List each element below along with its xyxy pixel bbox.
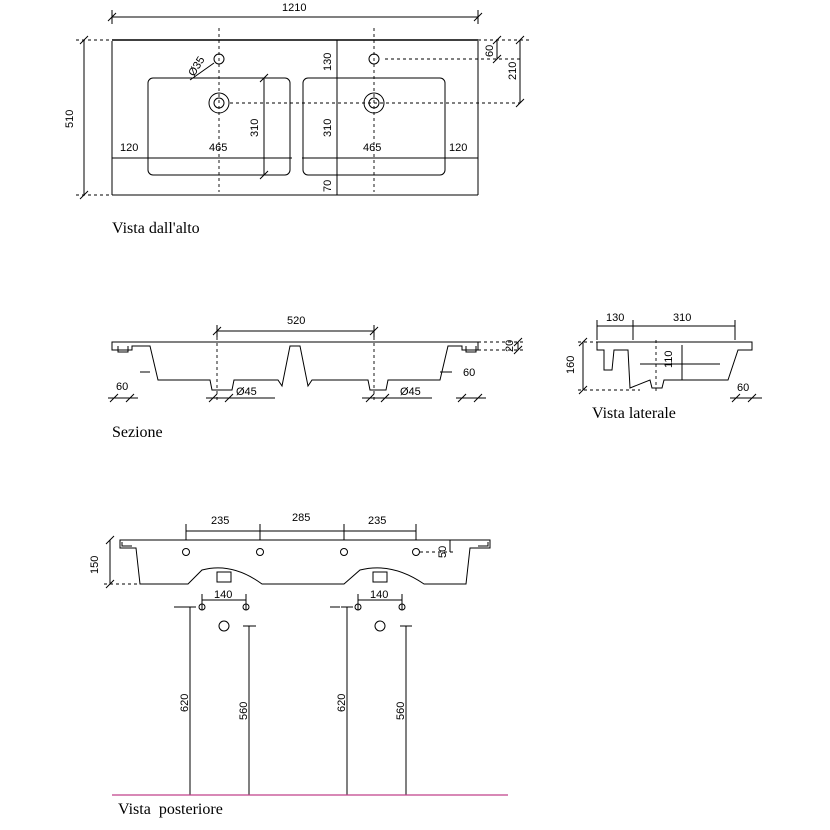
dim-supply-right: 140 [370,589,388,601]
dim-tap-hole: Ø35 [186,55,207,79]
dim-outlet-right: Ø45 [400,386,421,398]
dim-edge-left: 60 [116,381,128,393]
dim-basin-width-right: 465 [363,142,381,154]
rear-view: 235 285 235 150 50 140 140 [89,512,508,818]
dim-outlet-left: Ø45 [236,386,257,398]
dim-tap-to-back: 60 [484,45,496,57]
top-view: 1210 510 Ø35 [64,2,530,237]
dim-drain-height: 110 [663,350,675,368]
dim-rear-hole-height: 50 [437,546,449,558]
dim-560-left: 560 [238,702,250,720]
dim-560-right: 560 [395,702,407,720]
dim-drain-spacing: 520 [287,315,305,327]
dim-tap-offset: 130 [322,53,334,71]
dim-side-margin-right: 120 [449,142,467,154]
caption-top-view: Vista dall'alto [112,220,200,237]
dim-side-margin-left: 120 [120,142,138,154]
side-view: 130 310 110 160 60 Vista laterale [565,312,762,422]
dim-rear-height: 150 [89,556,101,574]
dim-front-margin: 70 [322,180,334,192]
dim-tap-spacing-left: 235 [211,515,229,527]
dim-back-depth: 130 [606,312,624,324]
caption-section: Sezione [112,424,163,441]
dim-front-edge: 60 [737,382,749,394]
dim-620-right: 620 [336,694,348,712]
dim-center-spacing: 285 [292,512,310,524]
dim-tap-spacing-right: 235 [368,515,386,527]
dim-drain-to-back: 210 [507,62,519,80]
caption-side-view: Vista laterale [592,405,676,422]
dim-overall-depth: 510 [64,110,76,128]
dim-basin-depth-right: 310 [322,119,334,137]
caption-rear-view: Vista posteriore [118,801,223,818]
dim-overall-width: 1210 [282,2,306,14]
dim-side-height: 160 [565,356,577,374]
dim-basin-depth: 310 [673,312,691,324]
dim-basin-width-left: 465 [209,142,227,154]
dim-edge-right: 60 [463,367,475,379]
dim-rim-height: 20 [504,340,516,352]
section-view: 520 20 Ø45 Ø45 60 60 Sezione [108,315,524,441]
dim-620-left: 620 [179,694,191,712]
dim-supply-left: 140 [214,589,232,601]
dim-basin-depth-left: 310 [249,119,261,137]
